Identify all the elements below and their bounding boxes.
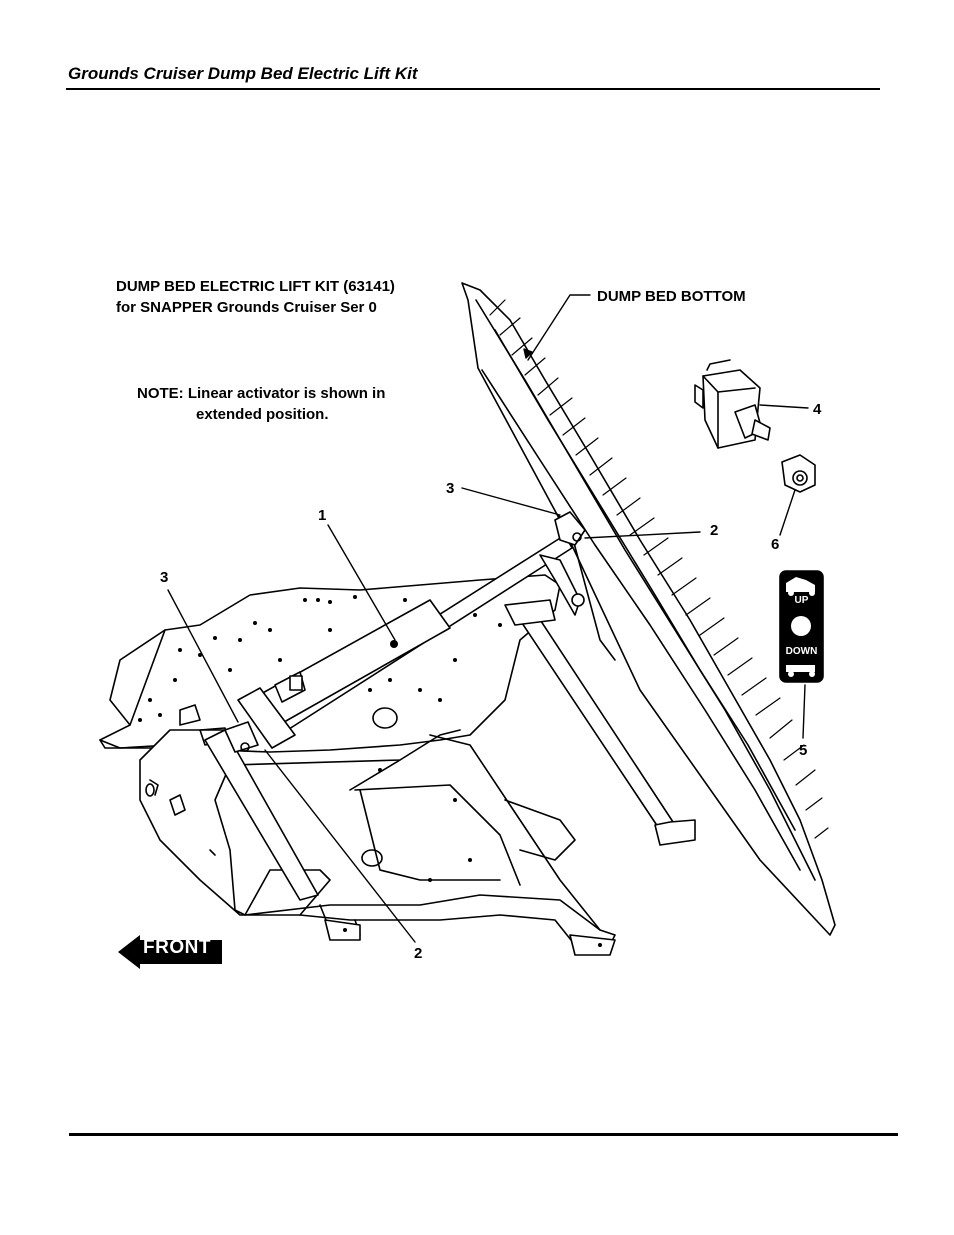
front-arrow-icon [118, 935, 222, 969]
kit-title-line-1: DUMP BED ELECTRIC LIFT KIT (63141) [116, 278, 395, 295]
callout-2-upper: 2 [710, 522, 719, 539]
toggle-switch [694, 359, 771, 449]
callout-3-upper: 3 [446, 480, 455, 497]
callout-5: 5 [799, 742, 808, 759]
callout-6: 6 [771, 536, 780, 553]
callout-3-left: 3 [160, 569, 169, 586]
dump-bed-bottom-label: DUMP BED BOTTOM [597, 288, 746, 305]
callout-2-lower: 2 [414, 945, 423, 962]
note-line-1: NOTE: Linear activator is shown in [137, 385, 386, 402]
switch-nut [781, 454, 816, 493]
front-label: FRONT [143, 937, 211, 958]
header-rule [66, 88, 880, 90]
callout-1: 1 [318, 507, 327, 524]
page-header-title: Grounds Cruiser Dump Bed Electric Lift K… [68, 64, 418, 83]
switch-plate [779, 570, 824, 683]
callout-leaders [167, 294, 809, 943]
callout-4: 4 [813, 401, 822, 418]
support-tubes [204, 599, 696, 901]
note-line-2: extended position. [196, 406, 329, 423]
kit-title: DUMP BED ELECTRIC LIFT KIT (63141) for S… [116, 276, 395, 318]
switch-plate-down-label: DOWN [785, 646, 818, 657]
footer-rule [69, 1133, 898, 1136]
linear-actuator [224, 511, 586, 753]
note-text: NOTE: Linear activator is shown in exten… [137, 383, 385, 425]
dump-bed-bottom-panel [461, 282, 836, 936]
switch-plate-up-label: UP [794, 595, 809, 606]
kit-title-line-2: for SNAPPER Grounds Cruiser Ser 0 [116, 299, 377, 316]
